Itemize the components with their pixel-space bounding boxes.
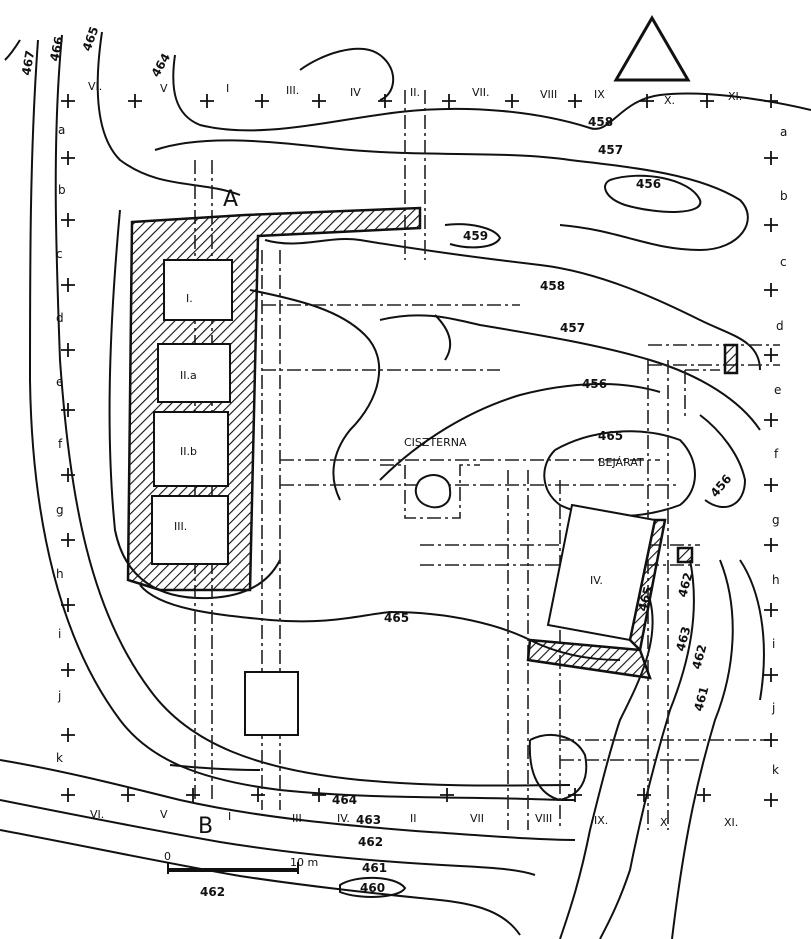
svg-text:c: c bbox=[56, 247, 63, 261]
building-a bbox=[126, 206, 422, 592]
svg-text:XI.: XI. bbox=[724, 816, 738, 829]
svg-text:II: II bbox=[410, 812, 417, 825]
cistern bbox=[380, 464, 480, 519]
svg-text:VIII: VIII bbox=[540, 88, 557, 101]
svg-text:i: i bbox=[58, 627, 61, 641]
svg-text:d: d bbox=[56, 311, 64, 325]
svg-text:g: g bbox=[56, 503, 64, 517]
svg-text:456: 456 bbox=[708, 472, 735, 500]
room-label-i: I. bbox=[186, 292, 193, 305]
scale-end-label: 10 m bbox=[290, 856, 318, 869]
svg-text:464: 464 bbox=[332, 793, 357, 807]
svg-text:a: a bbox=[58, 123, 65, 137]
svg-text:d: d bbox=[776, 319, 784, 333]
svg-text:X.: X. bbox=[664, 94, 675, 107]
svg-text:VI.: VI. bbox=[88, 80, 102, 93]
svg-text:I: I bbox=[228, 810, 231, 823]
svg-text:IV: IV bbox=[350, 86, 361, 99]
svg-text:466: 466 bbox=[47, 35, 66, 62]
svg-text:b: b bbox=[58, 183, 66, 197]
svg-text:VI.: VI. bbox=[90, 808, 104, 821]
svg-text:h: h bbox=[772, 573, 780, 587]
svg-text:III.: III. bbox=[286, 84, 299, 97]
svg-text:458: 458 bbox=[588, 115, 613, 129]
svg-text:462: 462 bbox=[689, 643, 709, 671]
svg-text:462: 462 bbox=[358, 835, 383, 849]
svg-text:V: V bbox=[160, 808, 168, 821]
svg-text:456: 456 bbox=[582, 377, 607, 391]
svg-text:464: 464 bbox=[148, 51, 173, 80]
svg-text:j: j bbox=[771, 701, 775, 715]
svg-text:465: 465 bbox=[384, 611, 409, 625]
svg-text:a: a bbox=[780, 125, 787, 139]
room-i bbox=[163, 259, 233, 321]
svg-text:XI.: XI. bbox=[728, 90, 742, 103]
entrance-label: BEJÁRAT bbox=[598, 456, 644, 469]
grid-row-labels-left: a b c d e f g h i j k bbox=[56, 123, 66, 765]
svg-text:467: 467 bbox=[19, 49, 37, 76]
room-label-iv: IV. bbox=[590, 574, 603, 587]
point-label-a: A bbox=[223, 187, 238, 212]
room-label-iii: III. bbox=[174, 520, 187, 533]
svg-text:f: f bbox=[774, 447, 779, 461]
svg-text:X: X bbox=[660, 816, 668, 829]
scale-start-label: 0 bbox=[164, 850, 171, 863]
point-label-b: B bbox=[198, 814, 213, 839]
svg-text:460: 460 bbox=[360, 881, 385, 895]
svg-text:463: 463 bbox=[356, 813, 381, 827]
svg-text:k: k bbox=[772, 763, 779, 777]
svg-text:e: e bbox=[774, 383, 781, 397]
svg-text:VII: VII bbox=[470, 812, 484, 825]
svg-text:457: 457 bbox=[598, 143, 623, 157]
svg-text:III: III bbox=[292, 812, 302, 825]
svg-text:c: c bbox=[780, 255, 787, 269]
svg-text:465: 465 bbox=[598, 429, 623, 443]
svg-text:g: g bbox=[772, 513, 780, 527]
svg-text:II.: II. bbox=[410, 86, 420, 99]
svg-text:462: 462 bbox=[200, 885, 225, 899]
svg-text:b: b bbox=[780, 189, 788, 203]
svg-text:j: j bbox=[57, 689, 61, 703]
svg-text:VII.: VII. bbox=[472, 86, 490, 99]
svg-text:VIII: VIII bbox=[535, 812, 552, 825]
svg-text:f: f bbox=[58, 437, 63, 451]
room-label-iia: II.a bbox=[180, 369, 197, 382]
svg-text:V: V bbox=[160, 82, 168, 95]
svg-text:e: e bbox=[56, 375, 63, 389]
grid-column-labels-bottom: VI. V I III IV. II VII VIII IX. X XI. bbox=[90, 808, 738, 829]
svg-text:459: 459 bbox=[463, 229, 488, 243]
svg-text:k: k bbox=[56, 751, 63, 765]
room-label-iib: II.b bbox=[180, 445, 197, 458]
grid-cross-markers bbox=[61, 94, 778, 807]
svg-text:h: h bbox=[56, 567, 64, 581]
svg-text:461: 461 bbox=[362, 861, 387, 875]
svg-text:i: i bbox=[772, 637, 775, 651]
grid-column-labels-top: VI. V I III. IV II. VII. VIII IX X. XI. bbox=[88, 80, 742, 107]
svg-text:465: 465 bbox=[635, 585, 655, 613]
svg-text:461: 461 bbox=[691, 685, 711, 713]
svg-text:457: 457 bbox=[560, 321, 585, 335]
room-iib bbox=[153, 411, 229, 487]
svg-text:IX.: IX. bbox=[594, 814, 608, 827]
svg-text:IX: IX bbox=[594, 88, 605, 101]
svg-text:456: 456 bbox=[636, 177, 661, 191]
room-iia bbox=[157, 343, 231, 403]
svg-text:I: I bbox=[226, 82, 229, 95]
svg-text:465: 465 bbox=[80, 25, 102, 53]
grid-row-labels-right: a b c d e f g h i j k bbox=[771, 125, 788, 777]
svg-text:IV.: IV. bbox=[337, 812, 350, 825]
room-iii bbox=[151, 495, 229, 565]
svg-text:462: 462 bbox=[675, 571, 695, 599]
north-arrow-icon bbox=[613, 15, 691, 82]
building-iv bbox=[244, 343, 739, 736]
svg-text:458: 458 bbox=[540, 279, 565, 293]
svg-text:463: 463 bbox=[673, 625, 693, 653]
cistern-label: CISZTERNA bbox=[404, 436, 467, 449]
contour-lines bbox=[0, 31, 811, 939]
